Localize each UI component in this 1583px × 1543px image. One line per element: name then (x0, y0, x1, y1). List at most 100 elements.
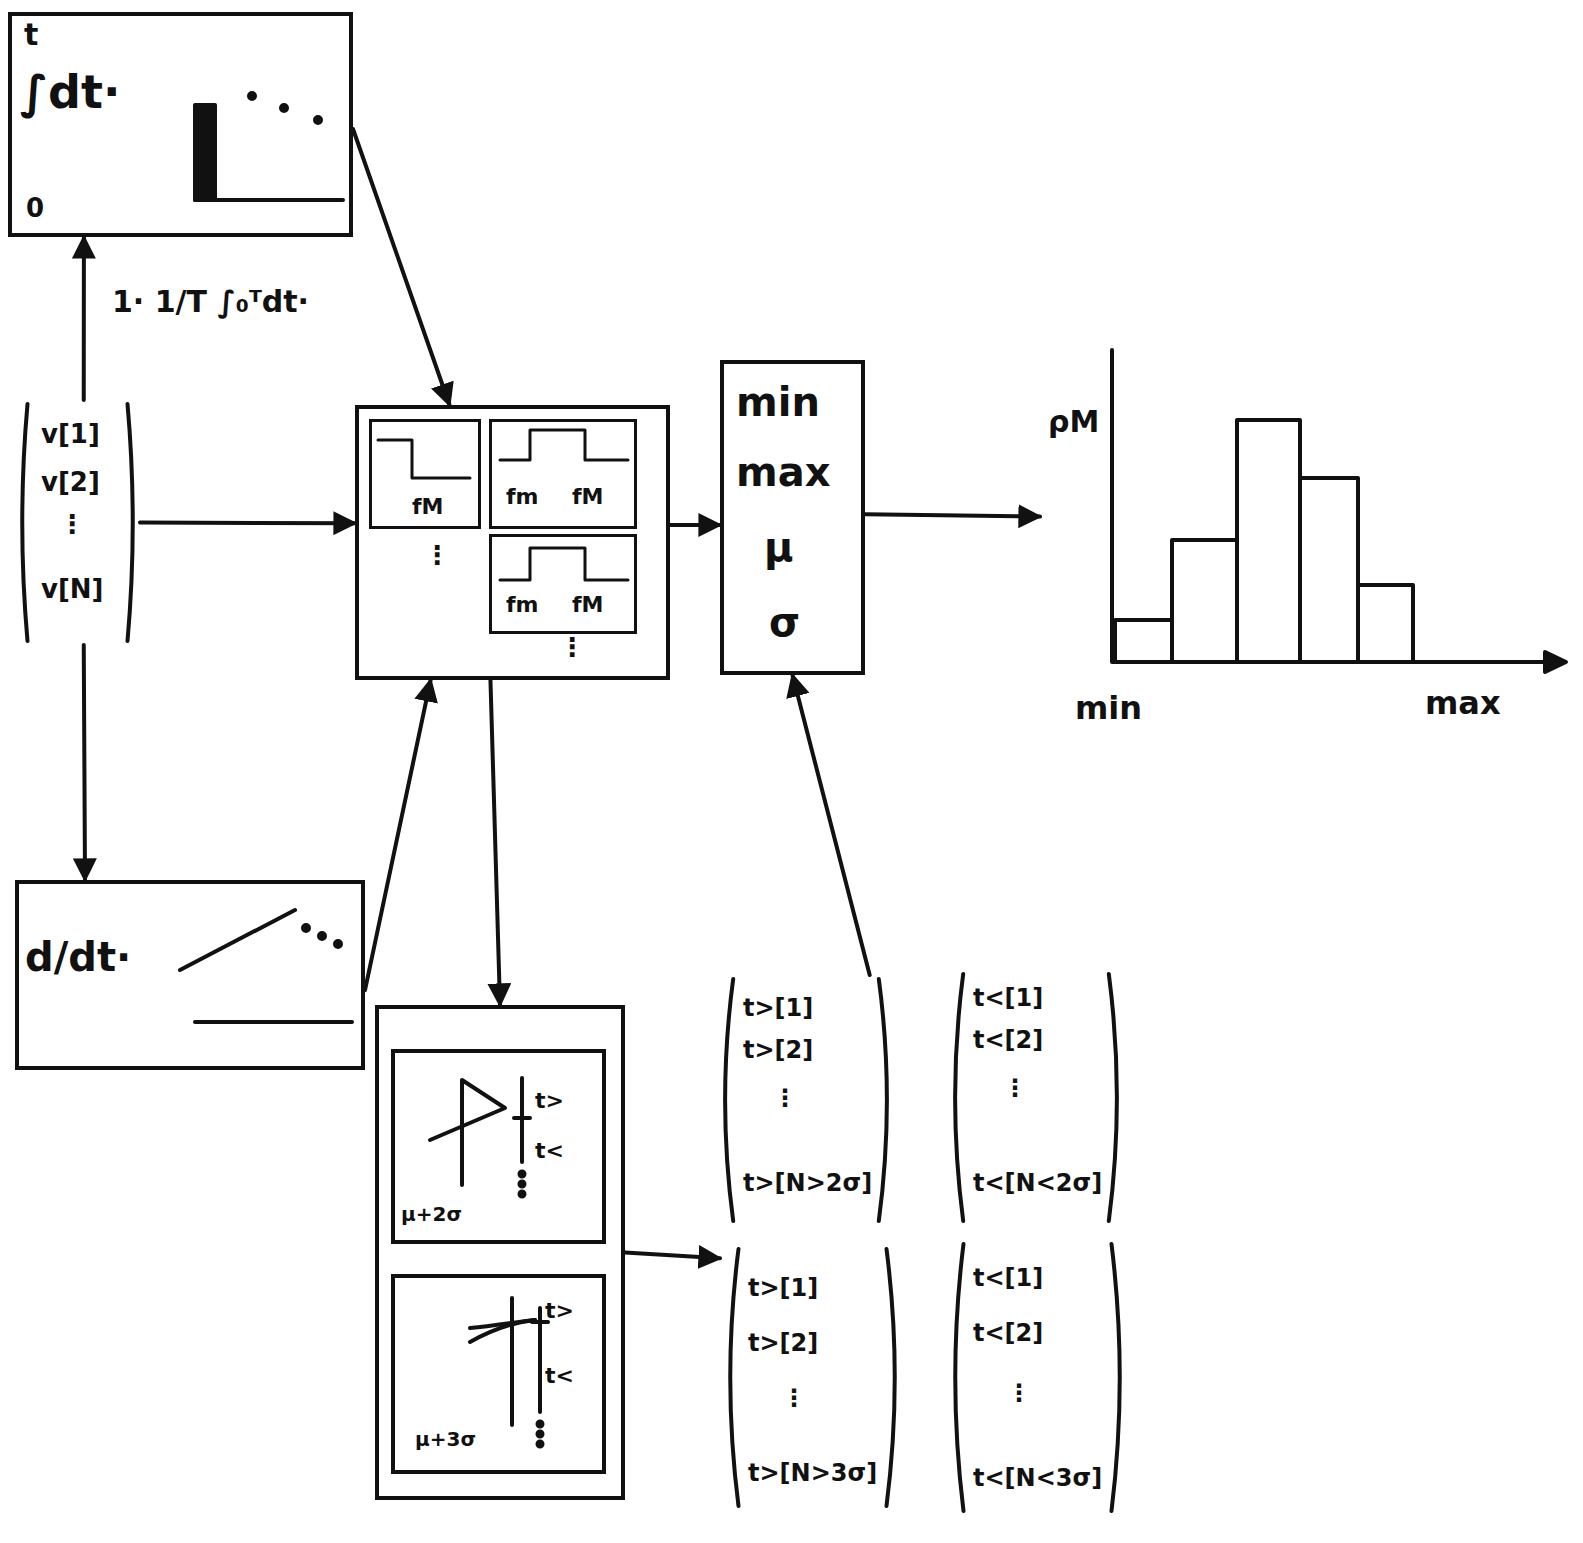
node-text: t< (535, 1138, 564, 1163)
step-function-sketch-part (500, 430, 628, 460)
time-vector: t<[1]t<[2]⋮t<[N<2σ] (945, 970, 1127, 1225)
flow-arrow (84, 645, 85, 880)
threshold-sketch-part (514, 1116, 530, 1120)
threshold-sketch-part (538, 1442, 543, 1447)
node-text: min (736, 379, 820, 425)
node-text: t<[N<2σ] (973, 1170, 1102, 1198)
derivative-sketch-part (180, 910, 295, 970)
node-text: μ+2σ (401, 1203, 462, 1226)
node-text: v[N] (41, 575, 103, 605)
node-text: t>[2] (743, 1037, 813, 1065)
threshold-sketch-part (520, 1172, 525, 1177)
node-text: t<[2] (973, 1320, 1043, 1348)
step-box: fM (369, 419, 481, 529)
node-text: min (1075, 690, 1142, 727)
histogram-sketch-part (1112, 350, 1545, 662)
flow-arrow (793, 675, 870, 975)
node-text: t> (535, 1088, 564, 1113)
left-bracket (730, 1249, 738, 1506)
derivative-sketch-part (195, 1020, 352, 1024)
step-box: fmfM (489, 419, 637, 529)
derivative-sketch-part (319, 933, 325, 939)
right-bracket (128, 404, 133, 641)
left-bracket (725, 979, 733, 1221)
threshold-sketch-part (470, 1320, 535, 1328)
integral-sketch-part (195, 105, 215, 200)
histogram-sketch-part (1115, 620, 1172, 662)
node-text: t<[1] (973, 1265, 1043, 1293)
node-text: ⋮ (782, 1385, 806, 1413)
right-bracket (1109, 974, 1117, 1221)
node-text: ρM (1048, 405, 1099, 440)
node-text: ⋮ (559, 633, 585, 663)
time-vector: t>[1]t>[2]⋮t>[N>3σ] (720, 1245, 905, 1510)
node-text: fM (572, 592, 603, 617)
extrema-panel: ⋮⋮fMfmfMfmfM (355, 405, 670, 680)
threshold-box: t> t< μ+3σ (391, 1274, 606, 1474)
flow-arrow (670, 523, 720, 527)
threshold-sketch (430, 1078, 548, 1447)
node-text: t>[1] (748, 1275, 818, 1303)
statistics-box: minmaxμσ (720, 360, 865, 675)
right-bracket (1112, 1244, 1120, 1511)
threshold-box: t> t< μ+2σ (391, 1049, 606, 1244)
flow-arrow (490, 680, 500, 1005)
step-box: fmfM (489, 534, 637, 634)
node-text: t< (545, 1363, 574, 1388)
histogram-sketch (1112, 350, 1566, 672)
histogram: ρM min max (1040, 345, 1570, 735)
node-text: μ+3σ (415, 1428, 476, 1451)
node-text: ⋮ (59, 510, 85, 540)
histogram-sketch-part (1237, 420, 1300, 662)
step-function-sketch-part (378, 440, 470, 478)
threshold-sketch-part (430, 1080, 505, 1185)
left-bracket (955, 1244, 963, 1511)
flow-arrow (365, 680, 431, 990)
histogram-sketch-part (1545, 652, 1566, 672)
time-vector: t<[1]t<[2]⋮t<[N<3σ] (945, 1240, 1130, 1515)
derivative-box: d/dt· (15, 880, 365, 1070)
node-text: t> (545, 1298, 574, 1323)
integral-sketch-part (195, 198, 343, 202)
node-text: ⋮ (773, 1085, 797, 1113)
threshold-sketch-part (520, 1182, 525, 1187)
node-text: t (24, 18, 38, 53)
edge-label: 1· 1/T ∫₀ᵀdt· (110, 285, 311, 320)
node-text: d/dt· (25, 934, 131, 980)
node-text: v[2] (41, 468, 100, 498)
derivative-sketch-part (303, 925, 309, 931)
node-text: t>[N>2σ] (743, 1170, 872, 1198)
node-text: t<[N<3σ] (973, 1465, 1102, 1493)
right-bracket (879, 979, 887, 1221)
node-text: v[1] (41, 420, 100, 450)
integral-sketch (195, 93, 343, 200)
derivative-sketch-part (335, 941, 341, 947)
flow-arrow (140, 521, 355, 526)
flow-arrow (865, 514, 1040, 516)
threshold-panel: t> t< μ+2σ t> t< μ+3σ (375, 1005, 625, 1500)
flow-arrow (625, 1253, 720, 1259)
node-text: ⋮ (1003, 1075, 1027, 1103)
step-function-sketch (378, 430, 628, 580)
node-text: fM (572, 484, 603, 509)
threshold-sketch-part (470, 1320, 535, 1342)
node-text: σ (769, 599, 800, 645)
histogram-sketch-part (1358, 585, 1413, 662)
left-bracket (955, 974, 963, 1221)
integral-sketch-part (249, 93, 255, 99)
node-text: μ (764, 524, 793, 570)
input-vector: v[1] v[2] ⋮ v[N] (15, 400, 140, 645)
node-text: ∫dt· (20, 66, 120, 119)
node-text: ⋮ (424, 541, 450, 571)
node-text: t<[2] (973, 1027, 1043, 1055)
node-text: t>[N>3σ] (748, 1460, 877, 1488)
integral-sketch-part (315, 117, 321, 123)
node-text: 0 (26, 194, 44, 224)
left-bracket (22, 404, 27, 641)
node-text: t>[1] (743, 995, 813, 1023)
threshold-sketch-part (510, 1298, 514, 1425)
node-text: max (1425, 685, 1501, 722)
histogram-sketch-part (1300, 478, 1358, 662)
